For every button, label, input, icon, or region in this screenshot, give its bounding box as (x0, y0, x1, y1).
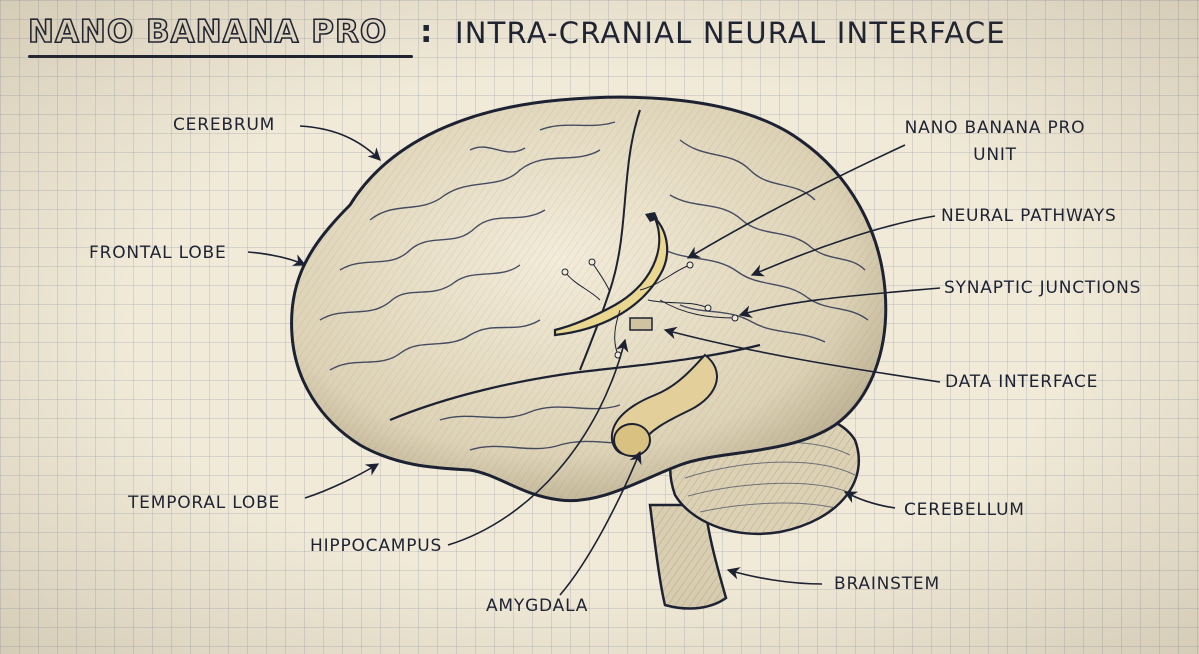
label-synaptic-junctions: SYNAPTIC JUNCTIONS (944, 278, 1142, 298)
arrow-hippocampus (447, 338, 629, 546)
title-brand: NANO BANANA PRO (27, 13, 388, 51)
label-data-interface: DATA INTERFACE (945, 372, 1099, 392)
label-nano-unit-line2: UNIT (973, 145, 1017, 165)
arrow-synaptic-junctions (738, 287, 941, 318)
label-frontal-lobe: FRONTAL LOBE (89, 243, 227, 263)
arrow-brainstem (726, 567, 823, 585)
arrow-temporal-lobe (304, 463, 380, 499)
arrow-frontal-lobe (247, 251, 307, 266)
data-interface-chip (629, 317, 653, 331)
title-underline (28, 55, 413, 58)
nano-banana-unit (553, 212, 739, 359)
cerebrum-shape (290, 95, 888, 503)
arrow-cerebellum (843, 491, 896, 509)
label-cerebrum: CEREBRUM (173, 115, 276, 135)
label-hippocampus: HIPPOCAMPUS (310, 536, 443, 556)
callout-arrows (247, 125, 941, 596)
title-subtitle: INTRA-CRANIAL NEURAL INTERFACE (455, 16, 1006, 50)
label-nano-unit-line1: NANO BANANA PRO (904, 118, 1086, 138)
label-nano-unit: NANO BANANA PRO UNIT (900, 118, 1090, 165)
arrow-neural-pathways (750, 215, 936, 277)
label-cerebellum: CEREBELLUM (904, 500, 1025, 520)
amygdala-shape (613, 423, 651, 457)
arrow-data-interface (663, 326, 941, 383)
arrow-nano-unit (686, 144, 906, 259)
arrow-cerebrum (299, 125, 381, 161)
label-temporal-lobe: TEMPORAL LOBE (128, 493, 281, 513)
label-brainstem: BRAINSTEM (834, 574, 940, 594)
brainstem-shape (648, 503, 728, 610)
arrow-amygdala (559, 450, 642, 596)
hippocampus-shape (610, 353, 718, 457)
title-separator: : (420, 14, 433, 50)
label-neural-pathways: NEURAL PATHWAYS (941, 206, 1117, 226)
label-amygdala: AMYGDALA (486, 596, 589, 616)
